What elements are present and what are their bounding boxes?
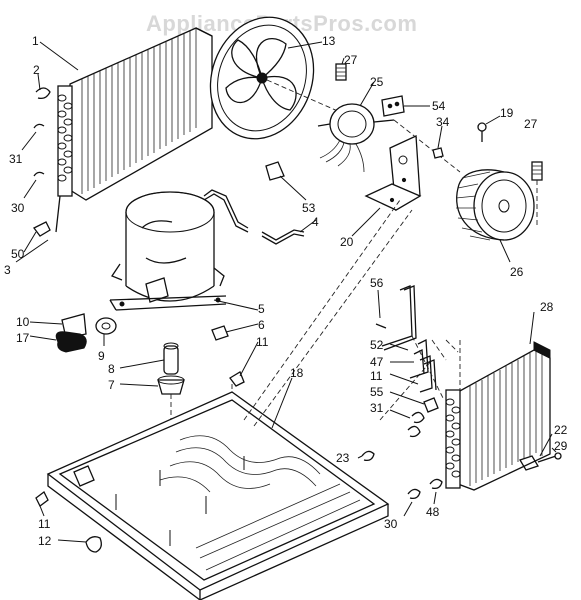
callout-25: 25: [370, 75, 384, 89]
callout-11-right: 11: [370, 369, 383, 383]
base-fasteners: [35, 491, 102, 553]
callout-1: 1: [32, 34, 39, 48]
compressor: [109, 191, 227, 311]
callout-50: 50: [11, 247, 25, 261]
callout-8: 8: [108, 362, 115, 376]
condenser-coil: [55, 27, 213, 233]
callout-labels: 1 2 31 30 50 3 13 27 25 54 19 34 27 53 4…: [4, 34, 568, 548]
callout-55: 55: [370, 385, 384, 399]
callout-7: 7: [108, 378, 115, 392]
callout-48: 48: [426, 505, 440, 519]
callout-52: 52: [370, 338, 384, 352]
thermostat-sensor: [519, 452, 562, 471]
callout-18: 18: [290, 366, 304, 380]
callout-12: 12: [38, 534, 52, 548]
callout-29: 29: [554, 439, 568, 453]
callout-5: 5: [258, 302, 265, 316]
callout-6: 6: [258, 318, 265, 332]
callout-4: 4: [312, 215, 319, 229]
callout-47: 47: [370, 355, 384, 369]
spring-nut-upper: [335, 63, 347, 81]
refrigerant-tubes-upper: [203, 189, 305, 245]
base-pan: [46, 391, 390, 600]
callout-11-lower: 11: [38, 517, 51, 531]
callout-22: 22: [554, 423, 568, 437]
callout-27-right: 27: [524, 117, 538, 131]
motor-bracket: [381, 95, 405, 117]
callout-23: 23: [336, 451, 350, 465]
spring-nut-right: [531, 161, 543, 226]
callout-10: 10: [16, 315, 30, 329]
callout-34: 34: [436, 115, 450, 129]
evaporator-coil: [445, 341, 551, 491]
callout-2: 2: [33, 63, 40, 77]
callout-17: 17: [16, 331, 30, 345]
callout-31: 31: [9, 152, 23, 166]
screw-and-nut: [432, 122, 487, 159]
callout-56: 56: [370, 276, 384, 290]
callout-19: 19: [500, 106, 514, 120]
evaporator-clips: [361, 397, 443, 500]
callout-30-right: 30: [384, 517, 398, 531]
compressor-terminal-parts: [55, 313, 229, 353]
callout-3: 3: [4, 263, 11, 277]
callout-20: 20: [340, 235, 354, 249]
callout-31-right: 31: [370, 401, 384, 415]
callout-13: 13: [322, 34, 336, 48]
callout-11-upper: 11: [256, 335, 269, 349]
motor-mount: [364, 135, 422, 212]
assembly-guides: [243, 199, 433, 427]
blower-wheel: [455, 169, 535, 241]
callout-9: 9: [98, 349, 105, 363]
callout-53: 53: [302, 201, 316, 215]
callout-54: 54: [432, 99, 446, 113]
wire-connector: [265, 161, 285, 181]
callout-30: 30: [11, 201, 25, 215]
callout-28: 28: [540, 300, 554, 314]
condenser-clips: [15, 87, 51, 263]
fan-motor: [317, 103, 461, 173]
leader-lines: [21, 41, 557, 543]
callout-26: 26: [510, 265, 524, 279]
fan-blade: [209, 16, 341, 140]
callout-27-upper: 27: [344, 53, 358, 67]
evaporator-tubes: [375, 285, 461, 401]
